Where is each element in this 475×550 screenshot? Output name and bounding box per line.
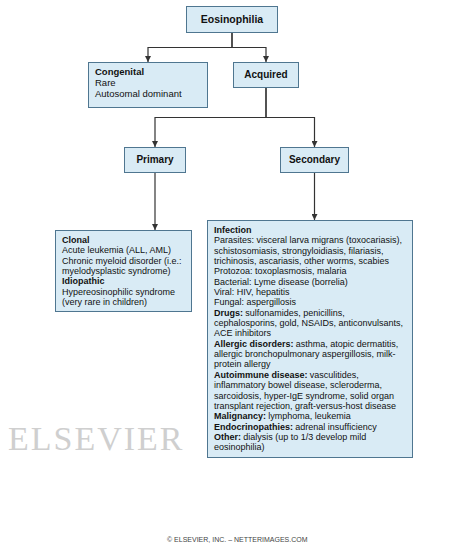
heading-text: Eosinophilia xyxy=(193,13,271,25)
heading-text: Acquired xyxy=(240,69,292,81)
heading-text: Idiopathic xyxy=(62,276,185,286)
heading-text: Clonal xyxy=(62,235,185,245)
heading-text: Infection xyxy=(214,225,406,235)
heading-text: Other: xyxy=(214,432,241,442)
body-text: Bacterial: Lyme disease (borrelia) xyxy=(214,277,406,287)
heading-text: Secondary xyxy=(287,154,342,166)
connector-arrow xyxy=(314,173,315,220)
heading-text: Primary xyxy=(131,154,179,166)
body-text: Chronic myeloid disorder (i.e.: myelodys… xyxy=(62,256,185,277)
body-text: Hypereosinophilic syndrome (very rare in… xyxy=(62,287,185,308)
subcategory-box: Primary xyxy=(124,147,186,173)
body-text: Autosomal dominant xyxy=(95,89,201,100)
connector-arrow xyxy=(266,88,315,147)
category-box: Acquired xyxy=(233,62,299,88)
body-text: Rare xyxy=(95,78,201,89)
heading-text: Congenital xyxy=(95,67,201,78)
connector-arrow xyxy=(148,33,232,62)
watermark-text: ELSEVIER xyxy=(8,420,185,458)
heading-text: Malignancy: xyxy=(214,411,266,421)
category-box: CongenitalRareAutosomal dominant xyxy=(88,62,208,108)
body-text: lymphoma, leukemia xyxy=(268,411,351,421)
heading-text: Autoimmune disease: xyxy=(214,370,308,380)
body-text: Fungal: aspergillosis xyxy=(214,297,406,307)
cause-list-box: ClonalAcute leukemia (ALL, AML)Chronic m… xyxy=(55,230,192,312)
cause-list-box: InfectionParasites: visceral larva migra… xyxy=(207,220,413,458)
heading-text: Endocrinopathies: xyxy=(214,422,293,432)
heading-text: Allergic disorders: xyxy=(214,339,294,349)
heading-text: Drugs: xyxy=(214,308,243,318)
body-text: Viral: HIV, hepatitis xyxy=(214,287,406,297)
root-box: Eosinophilia xyxy=(186,6,278,33)
body-text: adrenal insufficiency xyxy=(295,422,376,432)
subcategory-box: Secondary xyxy=(280,147,349,173)
body-text: Protozoa: toxoplasmosis, malaria xyxy=(214,266,406,276)
connector-arrow xyxy=(232,33,266,62)
body-text: Acute leukemia (ALL, AML) xyxy=(62,245,185,255)
body-text: Parasites: visceral larva migrans (toxoc… xyxy=(214,235,406,266)
copyright-text: © ELSEVIER, INC. – NETTERIMAGES.COM xyxy=(167,536,308,543)
connector-arrow xyxy=(154,173,155,230)
